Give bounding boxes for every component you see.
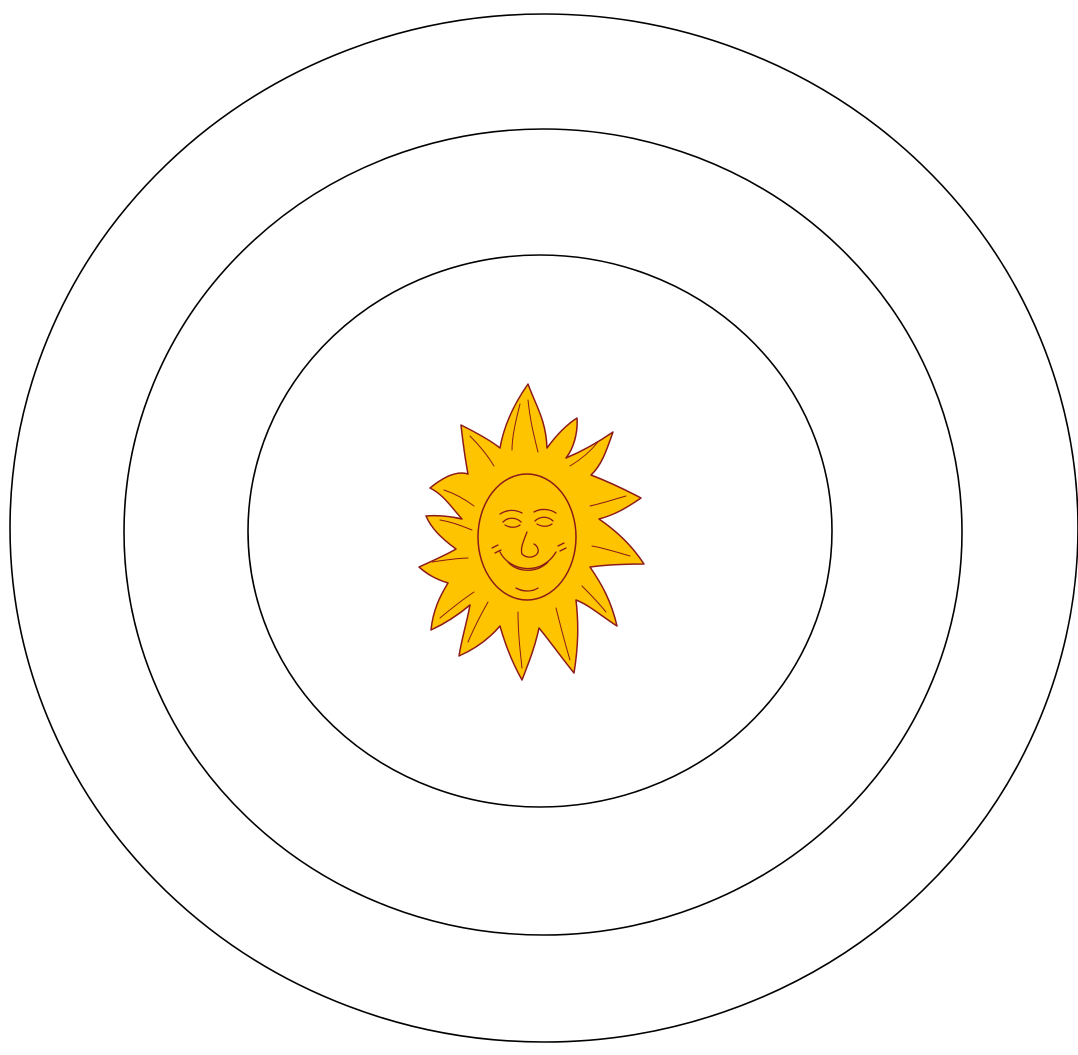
sun-face-icon [419,384,644,680]
sun-face [478,474,576,600]
